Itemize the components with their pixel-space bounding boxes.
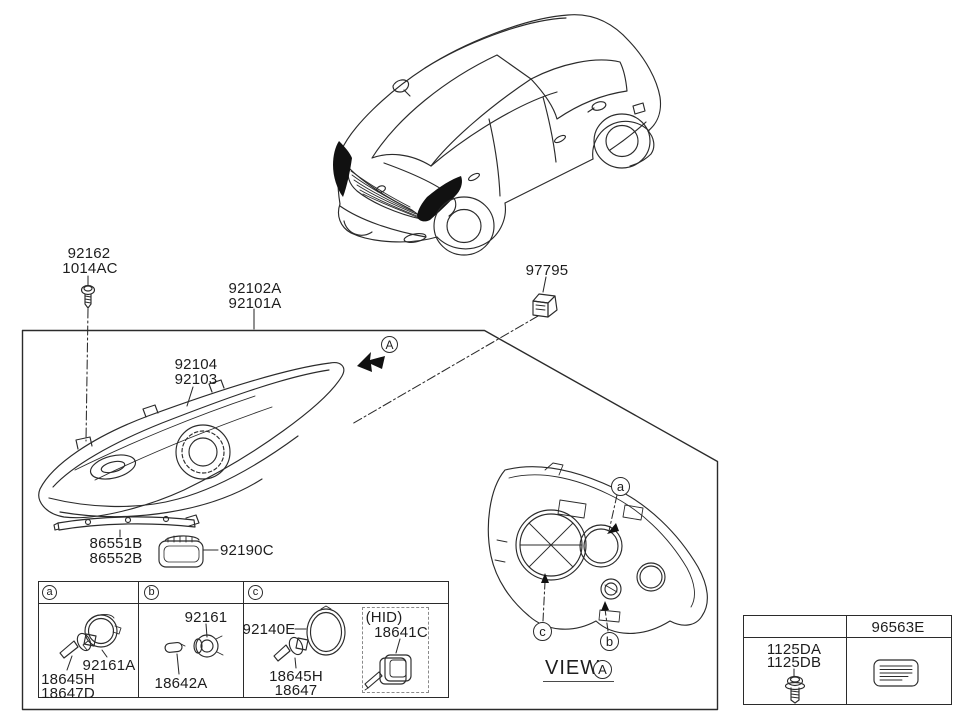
parts-box-outline: [21, 329, 719, 711]
label-socket: 92161: [184, 609, 228, 626]
socket-icon: [193, 634, 224, 658]
callout-strip-line2: 86552B: [89, 550, 143, 567]
hid-bulb-icon: [364, 654, 412, 691]
halogen-bulb-c-icon: [273, 636, 309, 662]
label-seal-ring: 92140E: [242, 621, 296, 638]
callout-assembly-line2: 92101A: [228, 295, 282, 312]
car-illustration: [333, 14, 662, 256]
hardware-table-divider: [846, 615, 847, 705]
label-bolt-line2: 1125DB: [766, 654, 822, 671]
bulb-table-header-c: c: [248, 585, 263, 600]
highlighted-headlamp-right: [417, 176, 462, 222]
hardware-table-header-line: [743, 637, 952, 638]
bulb-table-divider-bc: [243, 581, 244, 698]
rear-view-marker-b: b: [600, 632, 619, 651]
label-bulb-c-line1: 18645H: [269, 668, 323, 685]
callout-strip-line1: 86551B: [89, 535, 143, 552]
dust-cap-icon: [82, 614, 122, 651]
label-hid-note: (HID): [365, 609, 403, 626]
bulb-table-header-line: [38, 603, 449, 604]
seal-ring-icon: [306, 605, 346, 656]
rear-view-marker-c: c: [533, 622, 552, 641]
label-bulb-c-line2: 18647: [274, 682, 318, 699]
connector-icon: [532, 293, 558, 318]
direction-ref-circle-a: A: [381, 336, 398, 353]
label-bulb-a-line2: 18647D: [41, 685, 95, 702]
label-plate-icon: [873, 659, 919, 687]
rear-view-marker-a: a: [611, 477, 630, 496]
hardware-table: [743, 615, 952, 705]
screw-icon: [80, 284, 96, 309]
bulb-table-header-b: b: [144, 585, 159, 600]
label-bulb-b: 18642A: [154, 675, 208, 692]
bulb-b-icon: [164, 641, 186, 653]
label-bulb-a-line1: 18645H: [41, 671, 95, 688]
dust-cover-drawing: [158, 535, 204, 568]
view-label: VIEW: [545, 657, 601, 679]
callout-lens-line2: 92103: [174, 371, 218, 388]
bolt-icon: [784, 675, 806, 704]
view-ref-circle-a: A: [593, 660, 612, 679]
halogen-bulb-a-icon: [59, 632, 97, 659]
bulb-table-header-a: a: [42, 585, 57, 600]
headlamp-strip-drawing: [53, 514, 200, 531]
headlamp-rear-view-drawing: [487, 462, 708, 634]
callout-dust-cover: 92190C: [220, 542, 274, 559]
leader-lines: [66, 275, 795, 677]
callout-lens-line1: 92104: [174, 356, 218, 373]
label-bolt-line1: 1125DA: [766, 641, 822, 658]
callout-connector: 97795: [525, 262, 569, 279]
view-label-underline: [543, 681, 614, 682]
hid-option-box: [362, 607, 429, 693]
callout-assembly-line1: 92102A: [228, 280, 282, 297]
headlamp-assembly-drawing: [38, 362, 345, 519]
label-plate-part: 96563E: [871, 619, 925, 636]
callout-screw-line1: 92162: [67, 245, 111, 262]
view-direction-arrow: [357, 352, 385, 372]
label-dust-cap: 92161A: [82, 657, 136, 674]
callout-screw-line2: 1014AC: [62, 260, 118, 277]
label-hid-bulb: 18641C: [374, 624, 428, 641]
bulb-table-divider-ab: [138, 581, 139, 698]
highlighted-headlamp-left: [333, 141, 352, 197]
